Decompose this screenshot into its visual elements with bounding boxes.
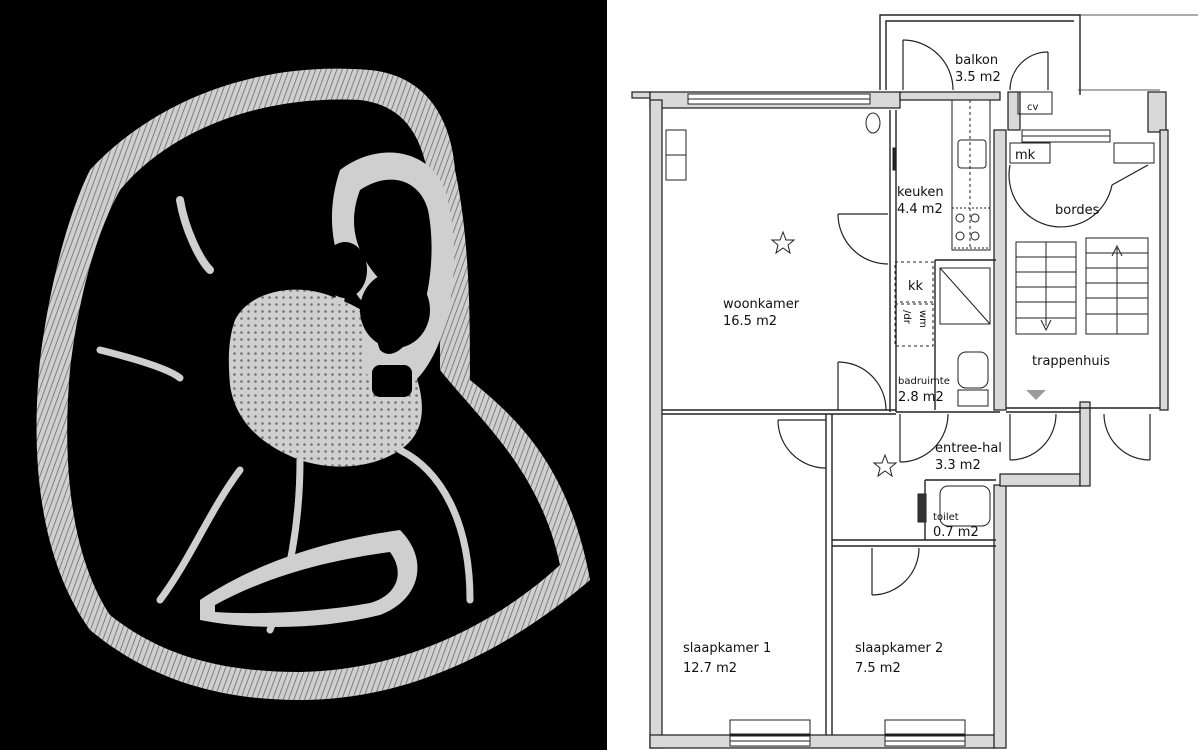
area-woonkamer: 16.5 m2 bbox=[723, 314, 777, 329]
label-slaapkamer-1: slaapkamer 1 bbox=[683, 641, 771, 656]
star-markers bbox=[770, 230, 898, 478]
label-toilet: toilet bbox=[933, 512, 959, 523]
label-keuken: keuken bbox=[897, 185, 944, 200]
floor-plan: balkon 3.5 m2 cv mk bordes keuken 4.4 m2… bbox=[607, 0, 1198, 750]
room-labels: balkon 3.5 m2 cv mk bordes keuken 4.4 m2… bbox=[683, 53, 1110, 676]
label-woonkamer: woonkamer bbox=[723, 297, 800, 312]
label-badruimte: badruimte bbox=[898, 376, 950, 387]
doors bbox=[777, 39, 1151, 596]
label-wm: wm bbox=[917, 310, 928, 328]
label-bordes: bordes bbox=[1055, 203, 1100, 218]
label-slaapkamer-2: slaapkamer 2 bbox=[855, 641, 943, 656]
label-mk: mk bbox=[1015, 148, 1036, 163]
area-entree-hal: 3.3 m2 bbox=[935, 458, 981, 473]
cavity-1 bbox=[360, 272, 430, 348]
area-keuken: 4.4 m2 bbox=[897, 202, 943, 217]
label-kk: kk bbox=[908, 279, 924, 294]
cross-section-drawing bbox=[36, 68, 590, 700]
cavity-3 bbox=[323, 242, 367, 298]
septum-2 bbox=[96, 346, 184, 382]
area-toilet: 0.7 m2 bbox=[933, 525, 979, 540]
cross-section-shapes bbox=[36, 68, 590, 700]
area-badruimte: 2.8 m2 bbox=[898, 390, 944, 405]
label-balkon: balkon bbox=[955, 53, 998, 68]
label-entree-hal: entree-hal bbox=[935, 441, 1002, 456]
cavity-2 bbox=[372, 365, 412, 397]
area-balkon: 3.5 m2 bbox=[955, 70, 1001, 85]
label-trappenhuis: trappenhuis bbox=[1032, 354, 1110, 369]
septum-5 bbox=[396, 446, 474, 604]
balcony-outline bbox=[879, 14, 1198, 95]
label-dr: /dr bbox=[901, 310, 912, 325]
area-slaapkamer-1: 12.7 m2 bbox=[683, 661, 737, 676]
kitchen-fixtures bbox=[665, 91, 1053, 527]
bottom-windows bbox=[729, 719, 966, 747]
stairs bbox=[1015, 237, 1149, 400]
septum-3 bbox=[156, 466, 244, 604]
cross-section-image bbox=[0, 0, 607, 750]
label-cv: cv bbox=[1027, 102, 1038, 113]
septum-1 bbox=[176, 196, 214, 274]
floor-plan-drawing: balkon 3.5 m2 cv mk bordes keuken 4.4 m2… bbox=[631, 14, 1198, 749]
area-slaapkamer-2: 7.5 m2 bbox=[855, 661, 901, 676]
top-windows bbox=[687, 93, 1155, 164]
